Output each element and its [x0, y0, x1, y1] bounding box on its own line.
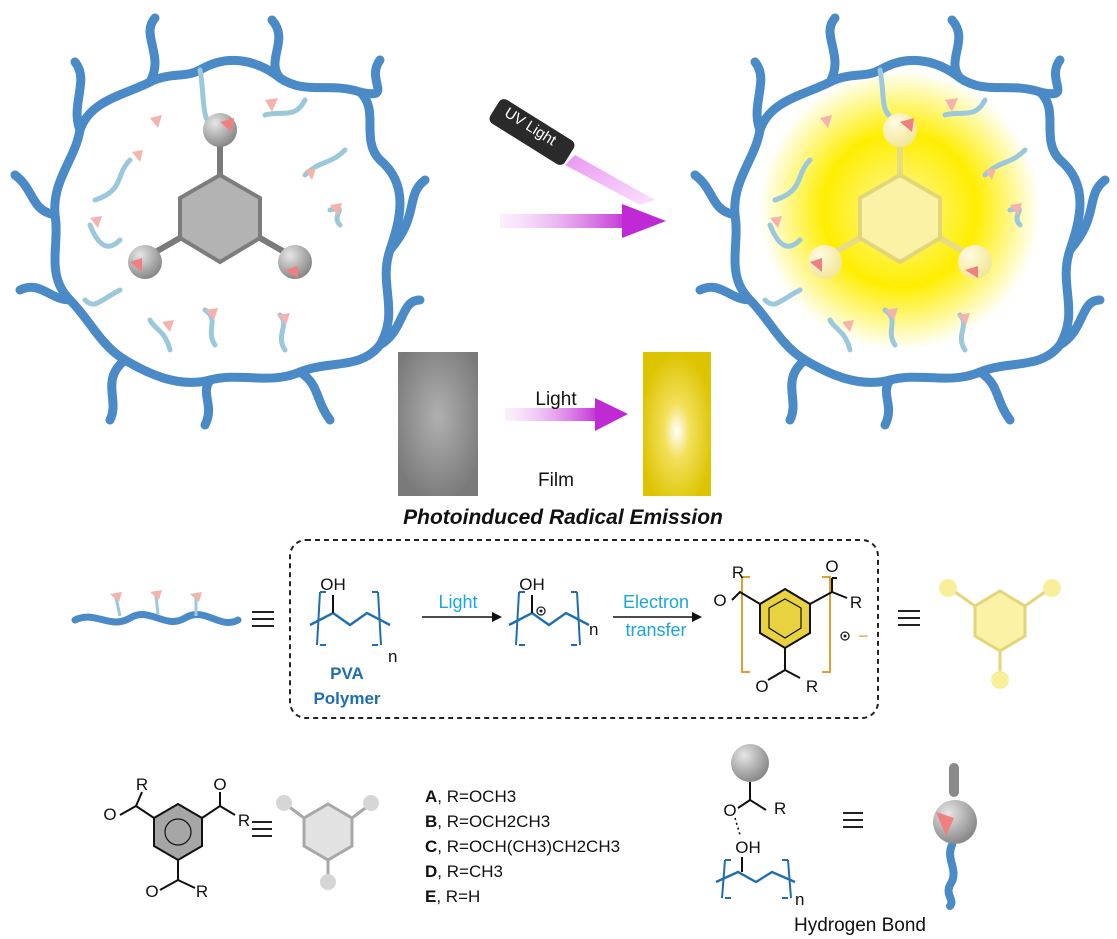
page-title: Photoinduced Radical Emission — [403, 506, 723, 529]
compound-list: A, R=OCH3 B, R=OCH2CH3 C, R=OCH(CH3)CH2C… — [425, 787, 620, 906]
pva-n: n — [388, 647, 397, 666]
anion-r-right: R — [850, 593, 862, 612]
polymer-network-dark — [10, 13, 430, 430]
hb-oh: OH — [735, 838, 761, 857]
anion-o-left: O — [713, 591, 726, 610]
yellow-core-icon — [939, 579, 1061, 689]
step1-label: Light — [438, 592, 477, 612]
anion-minus: − — [858, 626, 869, 646]
pva-label-1: PVA — [330, 664, 364, 683]
hb-o: O — [723, 801, 736, 820]
compound-e: E, R=H — [425, 887, 480, 906]
compound-c: C, R=OCH(CH3)CH2CH3 — [425, 837, 620, 856]
radical-anion-structure: R O R O O R − — [713, 557, 868, 696]
hydrogen-bond-structure: O R OH n Hydrogen Bond — [715, 744, 926, 936]
radical-n: n — [589, 620, 598, 639]
mechanism-box — [289, 539, 879, 719]
gray-core-icon — [276, 795, 379, 890]
core-o2: O — [213, 775, 226, 794]
film-light-label: Light — [535, 389, 577, 410]
compound-b: B, R=OCH2CH3 — [425, 812, 550, 831]
anion-o-top-right: O — [825, 557, 838, 576]
yellow-film — [643, 352, 711, 496]
electron-transfer-arrow: Electron transfer — [613, 592, 702, 640]
core-o3: O — [145, 882, 158, 901]
tri-core-dark — [128, 113, 312, 279]
uv-light-pen: UV Light — [489, 99, 655, 205]
tri-core-bright — [808, 113, 992, 279]
polymer-network-bright — [690, 13, 1110, 430]
pva-radical-structure: OH n — [508, 575, 598, 646]
core-r1: R — [136, 775, 148, 794]
anion-r-top-left: R — [732, 563, 744, 582]
pva-structure: OH n PVA Polymer — [309, 575, 397, 708]
linker-sphere-icon — [933, 763, 977, 910]
compound-a: A, R=OCH3 — [425, 787, 516, 806]
anion-r-bottom: R — [806, 677, 818, 696]
film-label: Film — [538, 470, 574, 491]
radical-oh: OH — [519, 575, 545, 594]
gray-film — [398, 352, 478, 496]
main-arrow — [500, 204, 666, 238]
equiv-sign-2 — [898, 610, 920, 626]
hb-n: n — [795, 890, 804, 909]
hb-r: R — [774, 799, 786, 818]
equiv-sign-4 — [843, 812, 863, 828]
step2-label-1: Electron — [623, 592, 689, 612]
polymer-chain-icon — [71, 590, 242, 626]
anion-o-bottom: O — [755, 677, 768, 696]
equiv-sign-3 — [252, 821, 272, 837]
pva-label-2: Polymer — [313, 689, 380, 708]
step2-label-2: transfer — [625, 620, 686, 640]
equiv-sign-1 — [252, 611, 274, 627]
light-step-arrow: Light — [422, 592, 502, 622]
core-o1: O — [103, 805, 116, 824]
core-r3: R — [196, 882, 208, 901]
compound-d: D, R=CH3 — [425, 862, 503, 881]
core-r2: R — [238, 811, 250, 830]
film-comparison: Light Film — [398, 352, 711, 496]
pva-oh: OH — [320, 575, 346, 594]
hb-label: Hydrogen Bond — [794, 915, 926, 936]
core-molecule: R O O R O R — [103, 775, 250, 901]
